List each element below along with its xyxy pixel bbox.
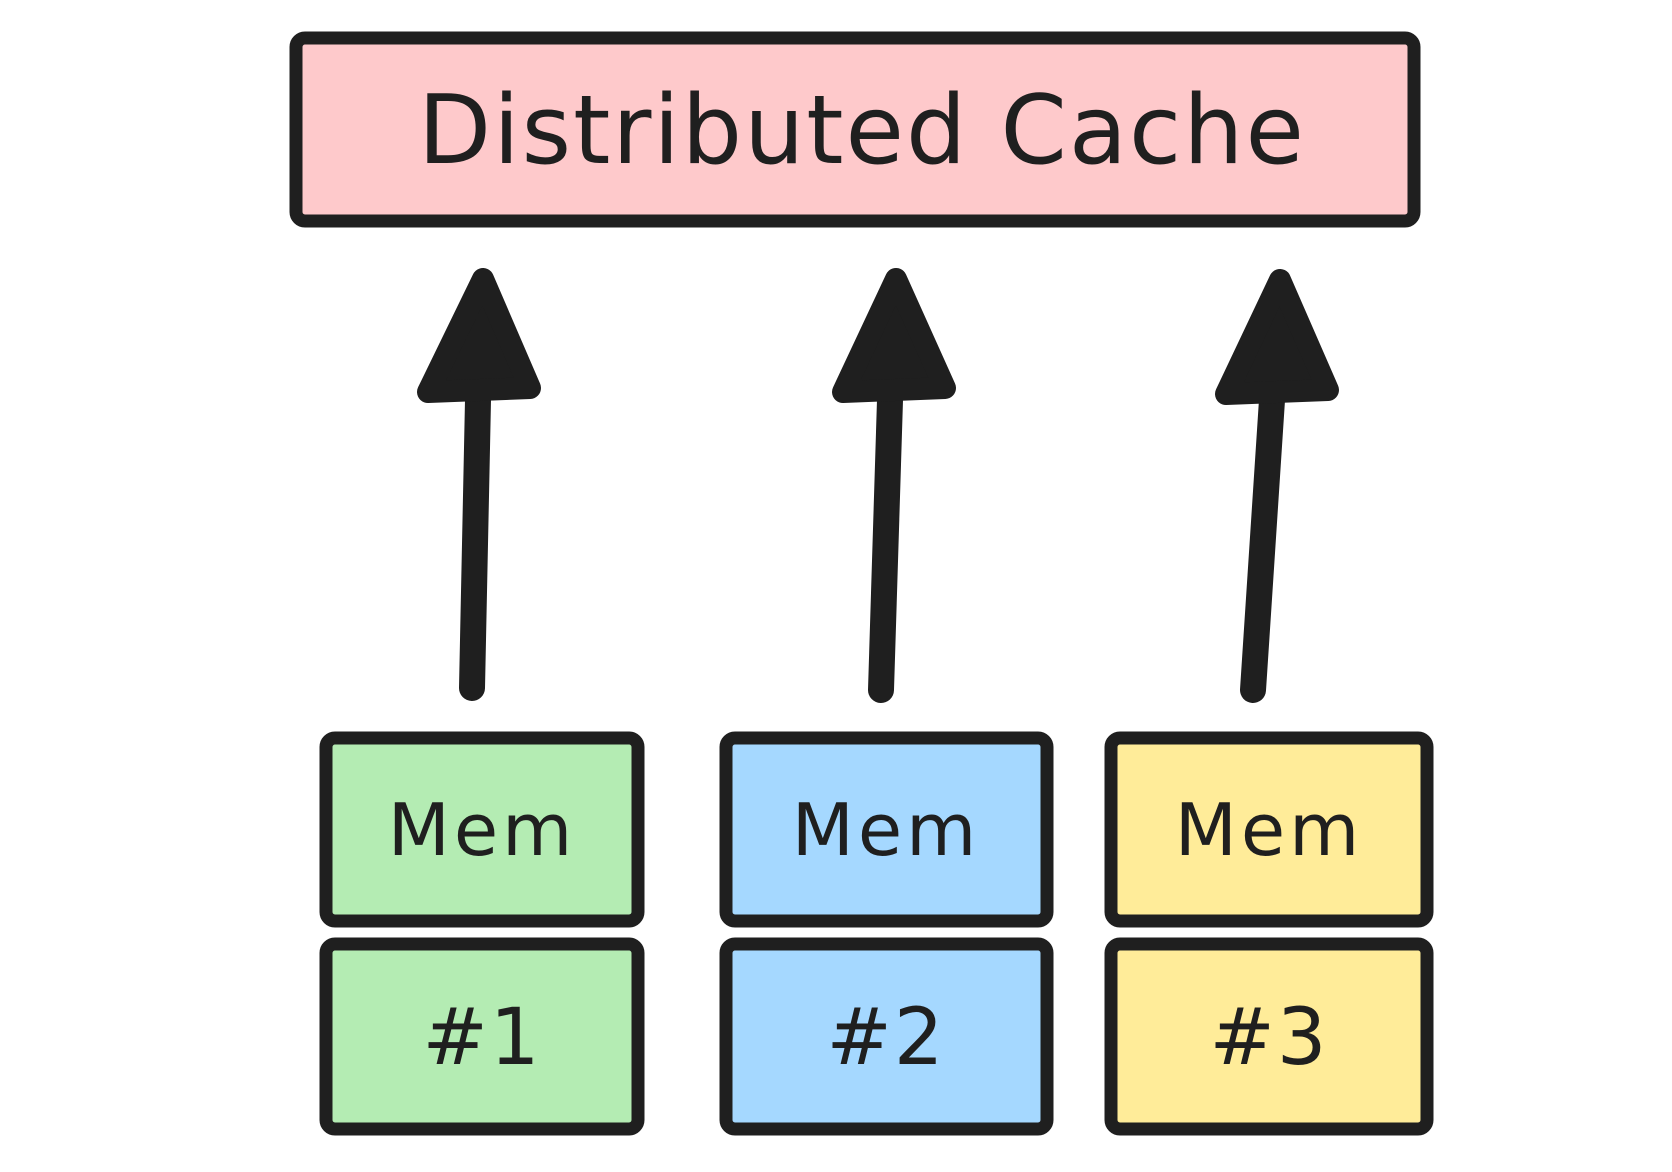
arrow-shaft (868, 387, 903, 703)
arrow-head (832, 268, 956, 403)
mem-box-node3 (1104, 731, 1434, 928)
id-label-node1: #1 (423, 993, 542, 1083)
mem-label-node3: Mem (1175, 788, 1364, 872)
arrow-node3-to-cache (1215, 269, 1339, 703)
distributed-cache-box (289, 31, 1421, 228)
mem-box-node1 (319, 731, 645, 928)
id-label-node3: #3 (1210, 993, 1329, 1083)
mem-box-node2 (719, 731, 1054, 928)
mem-label-node1: Mem (388, 788, 577, 872)
arrow-node2-to-cache (832, 268, 956, 703)
id-label-node2: #2 (827, 993, 946, 1083)
mem-label-node2: Mem (792, 788, 981, 872)
arrow-head (417, 268, 541, 403)
arrow-shaft (1240, 387, 1285, 703)
id-box-node1 (319, 937, 645, 1136)
arrow-head (1215, 269, 1339, 405)
arrow-node1-to-cache (417, 268, 541, 701)
memcached-node-1: Mem #1 (319, 731, 645, 1136)
distributed-cache-label: Distributed Cache (418, 76, 1306, 186)
id-box-node3 (1104, 937, 1434, 1136)
arrow-shaft (459, 387, 491, 701)
id-box-node2 (719, 937, 1054, 1136)
memcached-node-2: Mem #2 (719, 731, 1054, 1136)
memcached-node-3: Mem #3 (1104, 731, 1434, 1136)
